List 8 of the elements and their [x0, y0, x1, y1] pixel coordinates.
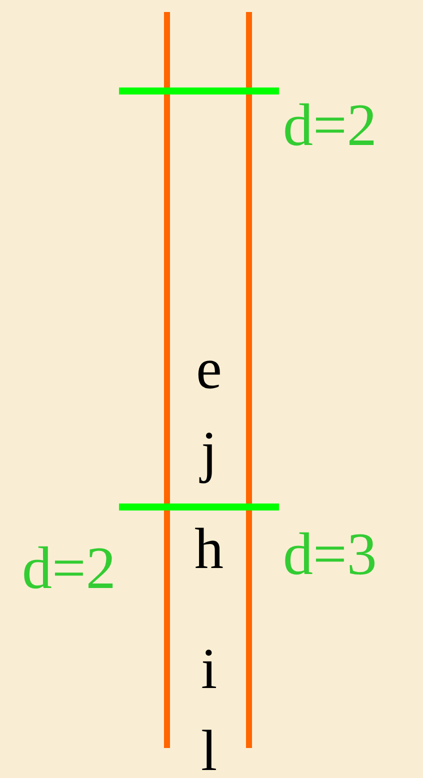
distance-label: d=2: [283, 95, 377, 155]
distance-label: d=2: [22, 538, 116, 598]
letter-label: h: [194, 520, 224, 578]
distance-label: d=3: [283, 524, 377, 584]
letter-label: e: [196, 340, 222, 398]
letter-label: j: [200, 423, 218, 481]
letter-label: i: [200, 640, 218, 698]
letter-label: l: [200, 722, 218, 778]
